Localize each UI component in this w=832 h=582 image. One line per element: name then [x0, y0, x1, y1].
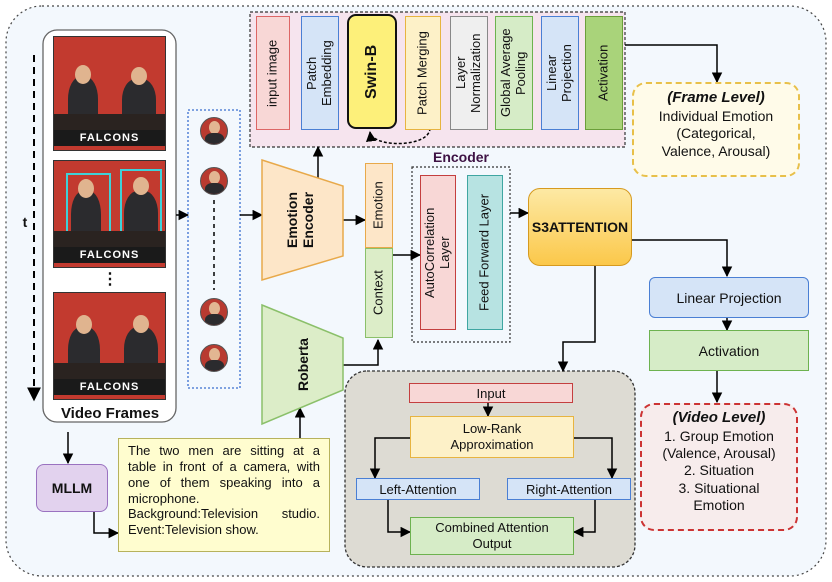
- frame-level-output: (Frame Level) Individual Emotion (Catego…: [632, 82, 800, 177]
- video-level-line-3: 2. Situation: [683, 462, 755, 479]
- mllm-to-caption-arrow: [93, 512, 120, 539]
- roberta-to-context-arrow: [343, 338, 384, 366]
- falcons-logo: FALCONS: [54, 130, 165, 146]
- video-frames-label: Video Frames: [60, 404, 160, 422]
- lowrank-to-right-arrow: [573, 437, 618, 480]
- face-crop-1: [200, 117, 228, 145]
- faces-panel: [187, 109, 241, 389]
- face-crop-2: [200, 167, 228, 195]
- low-rank-approximation-box: Low-Rank Approximation: [410, 416, 574, 458]
- s3-to-detail-arrow: [557, 266, 596, 373]
- caption-box: The two men are sitting at a table in fr…: [118, 438, 330, 552]
- step-input-image: input image: [256, 16, 290, 130]
- feed-forward-layer: Feed Forward Layer: [467, 175, 503, 330]
- frame-level-line-2: (Categorical,: [676, 125, 756, 142]
- video-level-line-4: 3. Situational: [678, 479, 760, 496]
- s3attention-block: S3ATTENTION: [528, 188, 632, 266]
- combined-attention-output-box: Combined Attention Output: [410, 517, 574, 555]
- attention-input-box: Input: [409, 383, 573, 403]
- frames-ellipsis: ⋮: [102, 271, 118, 288]
- mllm-block: MLLM: [36, 464, 108, 512]
- step-activation: Activation: [585, 16, 623, 130]
- pipeline-to-frame-level-arrow: [625, 44, 723, 84]
- falcons-logo: FALCONS: [54, 379, 165, 395]
- falcons-logo: FALCONS: [54, 247, 165, 263]
- encoder-block-outline: [411, 166, 511, 343]
- step-layer-normalization: Layer Normalization: [450, 16, 488, 130]
- video-frame-2: FALCONS: [53, 160, 166, 268]
- time-axis-label: t: [22, 214, 28, 230]
- frame-level-line-1: Individual Emotion: [658, 107, 774, 124]
- activation-block: Activation: [649, 330, 809, 371]
- emotion-feature-box: Emotion: [365, 163, 393, 248]
- step-linear-projection: Linear Projection: [541, 16, 579, 130]
- right-to-combined-arrow: [572, 500, 596, 538]
- context-feature-box: Context: [365, 248, 393, 338]
- frame-level-line-3: Valence, Arousal): [661, 142, 771, 159]
- emotion-encoder-shape: [261, 158, 344, 282]
- autocorrelation-layer: AutoCorrelation Layer: [420, 175, 456, 330]
- emotion-encoder-label: Emotion Encoder: [283, 192, 316, 249]
- video-level-line-5: Emotion: [693, 497, 745, 514]
- step-patch-merging: Patch Merging: [405, 16, 441, 130]
- lowrank-to-left-arrow: [369, 437, 410, 480]
- step-patch-embedding: Patch Embedding: [301, 16, 339, 130]
- video-level-title: (Video Level): [672, 409, 766, 426]
- video-level-output: (Video Level) 1. Group Emotion (Valence,…: [640, 403, 798, 531]
- face-crop-3: [200, 298, 228, 326]
- encoder-title: Encoder: [432, 149, 489, 165]
- right-attention-box: Right-Attention: [507, 478, 631, 500]
- left-to-combined-arrow: [387, 500, 412, 538]
- face-crop-4: [200, 344, 228, 372]
- s3-to-linear-arrow: [632, 239, 733, 278]
- roberta-label: Roberta: [294, 338, 311, 392]
- frame-level-title: (Frame Level): [667, 89, 765, 106]
- video-level-line-2: (Valence, Arousal): [662, 444, 776, 461]
- video-level-line-1: 1. Group Emotion: [664, 427, 774, 444]
- video-frame-3: FALCONS: [53, 292, 166, 400]
- swin-loop-arrow: [365, 127, 431, 145]
- face-detection-box-2: [120, 169, 162, 237]
- roberta-shape: [261, 303, 344, 426]
- step-swin-b: Swin-B: [347, 14, 397, 129]
- video-frame-1: FALCONS: [53, 36, 166, 151]
- step-global-average-pooling: Global Average Pooling: [495, 16, 533, 130]
- left-attention-box: Left-Attention: [356, 478, 480, 500]
- linear-projection-block: Linear Projection: [649, 277, 809, 318]
